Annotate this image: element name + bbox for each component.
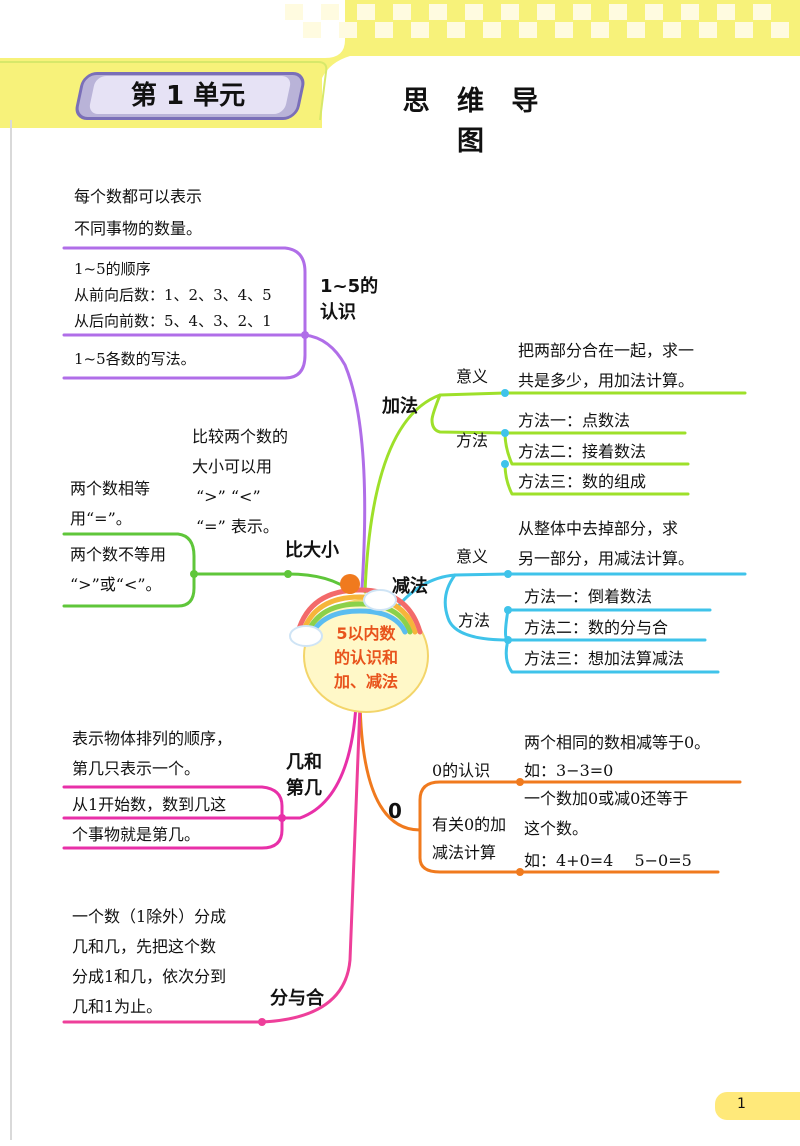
ordinal-note-1: 表示物体排列的顺序， (72, 729, 233, 748)
sub-meaning-1: 从整体中去掉部分，求 (518, 519, 679, 538)
left-margin-line (10, 120, 12, 1140)
branch-ordinal-label-1: 几和 (286, 752, 322, 773)
sub-meaning-label: 意义 (456, 547, 489, 566)
compare-equal-1: 两个数相等 (70, 479, 151, 498)
branch-sub-label: 减法 (392, 576, 428, 597)
recognize-note-1: 每个数都可以表示 (74, 187, 203, 206)
branch-ordinal-label-2: 第几 (286, 778, 322, 799)
add-method-3: 方法三：数的组成 (518, 472, 647, 491)
zero-calc-3: 如：4+0=4 5−0=5 (524, 851, 692, 870)
sub-method-2: 方法二：数的分与合 (524, 618, 669, 637)
branch-compare-label: 比大小 (285, 540, 339, 561)
ordinal-note-3: 从1开始数，数到几这 (72, 795, 227, 814)
zero-calc-2: 这个数。 (524, 819, 589, 838)
branch-recognize-label-2: 认识 (320, 302, 356, 323)
branch-zero-label: 0 (388, 799, 402, 823)
compare-intro-4: “=” 表示。 (196, 517, 279, 536)
zero-know-1: 两个相同的数相减等于0。 (524, 733, 711, 752)
branch-split-lines (62, 703, 362, 1024)
add-meaning-label: 意义 (456, 367, 489, 386)
compare-unequal-1: 两个数不等用 (70, 545, 167, 564)
zero-know-label: 0的认识 (432, 761, 491, 780)
add-method-label: 方法 (456, 431, 489, 450)
page-title: 思 维 导 图 (402, 86, 548, 157)
recognize-order-title: 1~5的顺序 (74, 260, 151, 278)
unit-label: 第 1 单元 (130, 81, 246, 111)
branch-add-label: 加法 (382, 396, 418, 417)
branch-recognize-label-1: 1~5的 (320, 276, 379, 297)
sub-meaning-2: 另一部分，用减法计算。 (518, 549, 695, 568)
recognize-writing: 1~5各数的写法。 (74, 350, 196, 368)
compare-intro-3: “>” “<” (196, 487, 261, 506)
ordinal-note-4: 个事物就是第几。 (72, 825, 201, 844)
compare-equal-2: 用“=”。 (70, 509, 132, 528)
sub-method-1: 方法一：倒着数法 (524, 587, 653, 606)
add-meaning-2: 共是多少，用加法计算。 (518, 371, 695, 390)
zero-calc-1: 一个数加0或减0还等于 (524, 789, 689, 808)
zero-know-2: 如：3−3=0 (524, 761, 614, 780)
branch-recognize-lines (62, 246, 367, 590)
center-cloud (289, 574, 429, 713)
compare-intro-2: 大小可以用 (192, 457, 273, 476)
page-number-tab: 1 (715, 1092, 800, 1120)
center-topic: 5以内数 的认识和 加、减法 (312, 622, 420, 694)
center-line-2: 的认识和 (333, 648, 398, 667)
center-line-1: 5以内数 (336, 624, 396, 643)
sub-method-3: 方法三：想加法算减法 (524, 649, 685, 668)
recognize-order-backward: 从后向前数：5、4、3、2、1 (74, 312, 272, 330)
zero-calc-label-2: 减法计算 (432, 843, 497, 862)
compare-intro-1: 比较两个数的 (192, 427, 289, 446)
center-line-3: 加、减法 (333, 672, 398, 691)
recognize-order-forward: 从前向后数：1、2、3、4、5 (74, 286, 272, 304)
add-method-2: 方法二：接着数法 (518, 442, 647, 461)
page-number: 1 (737, 1096, 746, 1112)
split-line-3: 分成1和几，依次分到 (72, 967, 227, 986)
ordinal-note-2: 第几只表示一个。 (72, 759, 201, 778)
split-line-2: 几和几，先把这个数 (72, 937, 217, 956)
split-line-1: 一个数（1除外）分成 (72, 907, 227, 926)
branch-zero-lines (358, 698, 742, 874)
branch-split-label: 分与合 (270, 988, 324, 1009)
add-method-1: 方法一：点数法 (518, 411, 631, 430)
add-meaning-1: 把两部分合在一起，求一 (518, 341, 695, 360)
sub-method-label: 方法 (458, 611, 491, 630)
compare-unequal-2: “>”或“<”。 (70, 575, 162, 594)
split-line-4: 几和1为止。 (72, 997, 163, 1016)
zero-calc-label-1: 有关0的加 (432, 815, 507, 834)
recognize-note-2: 不同事物的数量。 (74, 219, 203, 238)
